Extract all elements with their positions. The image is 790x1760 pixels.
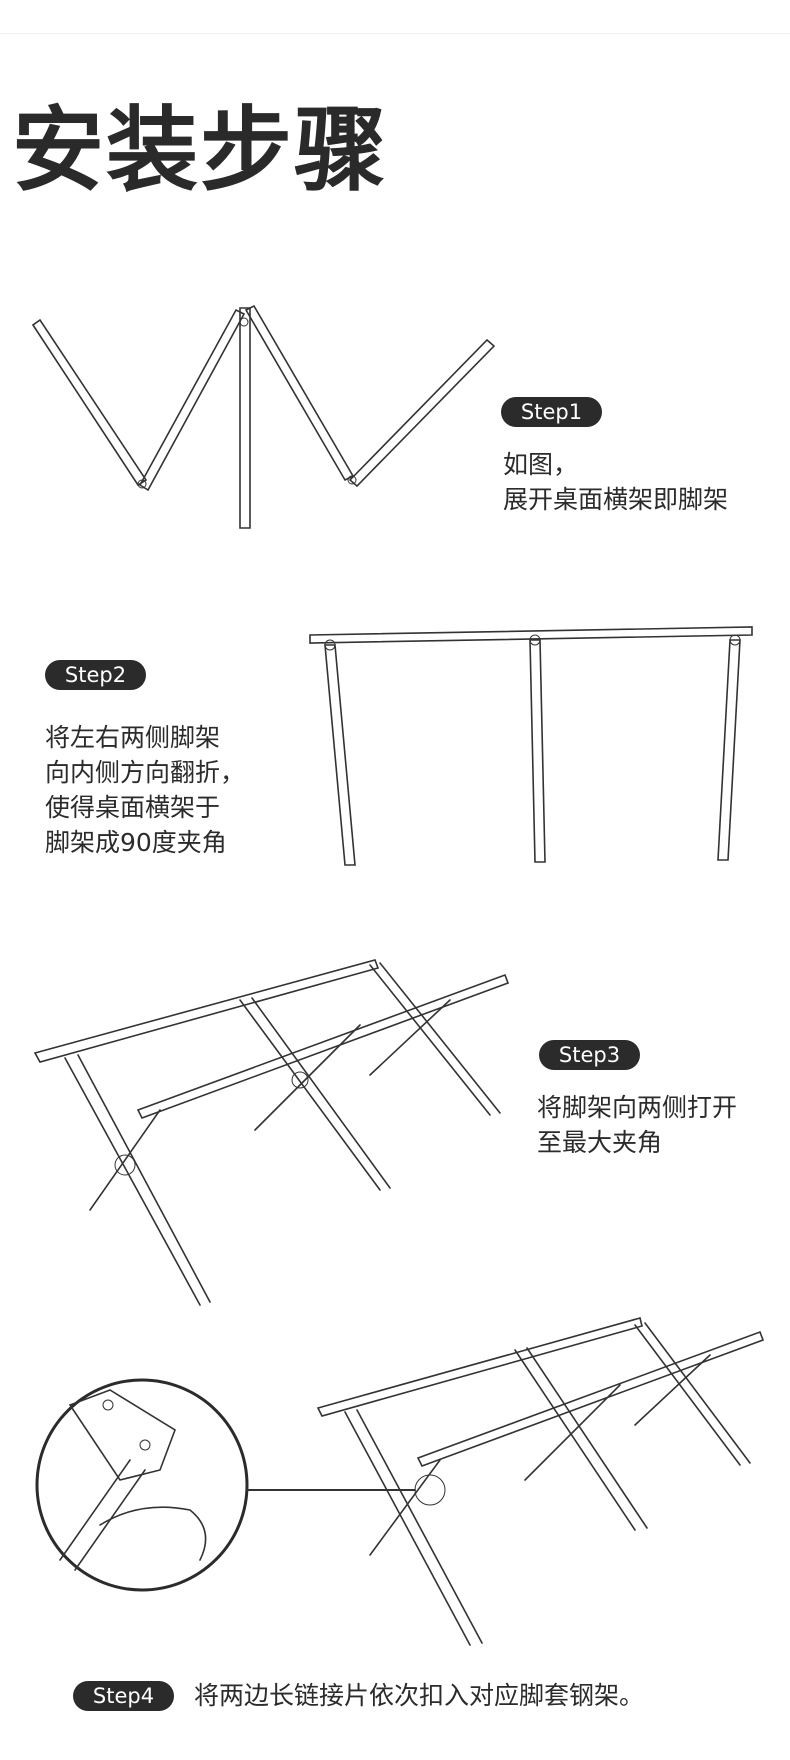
detail-zoom-circle-illustration xyxy=(35,1378,416,1592)
step3-line: 至最大夹角 xyxy=(537,1128,663,1157)
top-divider xyxy=(0,33,790,34)
step4-assembled-frame-illustration xyxy=(316,1317,765,1646)
step2-line: 脚架成90度夹角 xyxy=(45,828,227,857)
step1-line: 如图， xyxy=(503,450,579,479)
step4-description: 将两边长链接片依次扣入对应脚套钢架。 xyxy=(194,1678,644,1713)
step3-line: 将脚架向两侧打开 xyxy=(537,1093,738,1122)
step1-unfolded-frame-illustration xyxy=(31,304,496,529)
step2-upright-frame-illustration xyxy=(309,626,753,866)
step4-badge: Step4 xyxy=(73,1681,174,1711)
step1-line: 展开桌面横架即脚架 xyxy=(503,485,729,514)
step1-description: 如图， 展开桌面横架即脚架 xyxy=(503,447,728,517)
step2-line: 向内侧方向翻折， xyxy=(45,758,246,787)
step3-badge: Step3 xyxy=(539,1040,640,1070)
page-title: 安装步骤 xyxy=(12,97,389,204)
step2-line: 使得桌面横架于 xyxy=(45,793,221,822)
step4-line: 将两边长链接片依次扣入对应脚套钢架。 xyxy=(194,1681,645,1710)
step3-description: 将脚架向两侧打开至最大夹角 xyxy=(537,1090,737,1160)
step3-opened-frame-illustration xyxy=(33,959,510,1306)
step2-line: 将左右两侧脚架 xyxy=(45,723,221,752)
step2-badge: Step2 xyxy=(45,660,146,690)
step1-badge: Step1 xyxy=(501,397,602,427)
step2-description: 将左右两侧脚架向内侧方向翻折， 使得桌面横架于脚架成90度夹角 xyxy=(45,720,245,860)
